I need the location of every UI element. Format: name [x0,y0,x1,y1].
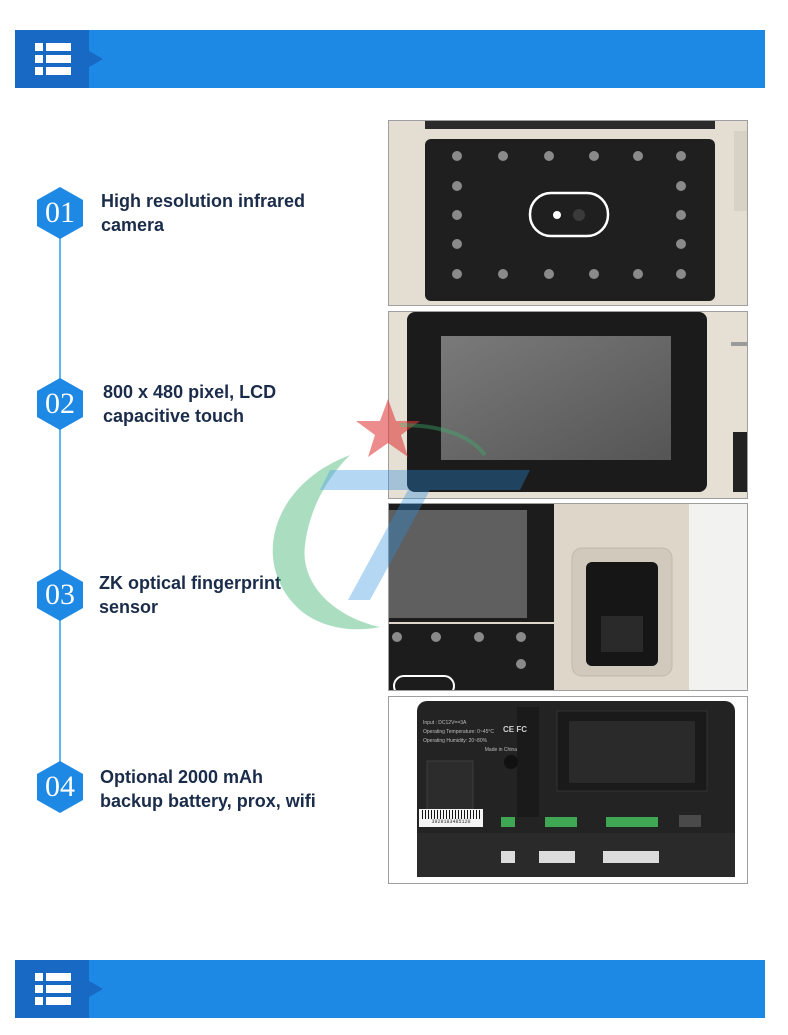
spec-humidity: Operating Humidity: 20~80% [423,738,488,744]
feature-badge-1: 01 [37,187,83,239]
feature-number: 04 [45,770,75,803]
spec-made: Made in China [484,747,517,753]
timeline-line [59,214,61,790]
spec-temperature: Operating Temperature: 0~45°C [423,729,494,735]
device-spec-label: Input : DC12V==3A Operating Temperature:… [423,719,517,759]
banner-icon-box [15,30,103,88]
back-panel-photo: Input : DC12V==3A Operating Temperature:… [388,696,748,884]
serial-sticker: 3929183485120 [419,809,483,827]
cert-marks: CE FC [503,725,527,734]
bottom-banner [15,960,765,1018]
top-banner [15,30,765,88]
feature-description-1: High resolution infrared camera [101,189,371,237]
feature-line: camera [101,215,165,235]
feature-line: backup battery, prox, wifi [100,791,316,811]
feature-line: capacitive touch [103,406,245,426]
feature-badge-3: 03 [37,569,83,621]
lcd-photo [388,311,748,499]
camera-photo [388,120,748,306]
feature-line: High resolution infrared [101,191,306,211]
feature-badge-4: 04 [37,761,83,813]
list-menu-icon [35,43,71,75]
list-menu-icon [35,973,71,1005]
feature-description-3: ZK optical fingerprint sensor [99,571,369,619]
feature-line: sensor [99,597,159,617]
feature-number: 02 [45,387,75,420]
feature-line: 800 x 480 pixel, LCD [103,382,277,402]
fingerprint-photo [388,503,748,691]
feature-number: 03 [45,578,75,611]
banner-icon-box [15,960,103,1018]
serial-number: 3929183485120 [431,819,471,825]
feature-description-4: Optional 2000 mAh backup battery, prox, … [100,765,370,813]
feature-description-2: 800 x 480 pixel, LCD capacitive touch [103,380,373,428]
feature-badge-2: 02 [37,378,83,430]
spec-input: Input : DC12V==3A [423,720,467,726]
feature-line: Optional 2000 mAh [100,767,264,787]
feature-number: 01 [45,196,75,229]
feature-line: ZK optical fingerprint [99,573,281,593]
